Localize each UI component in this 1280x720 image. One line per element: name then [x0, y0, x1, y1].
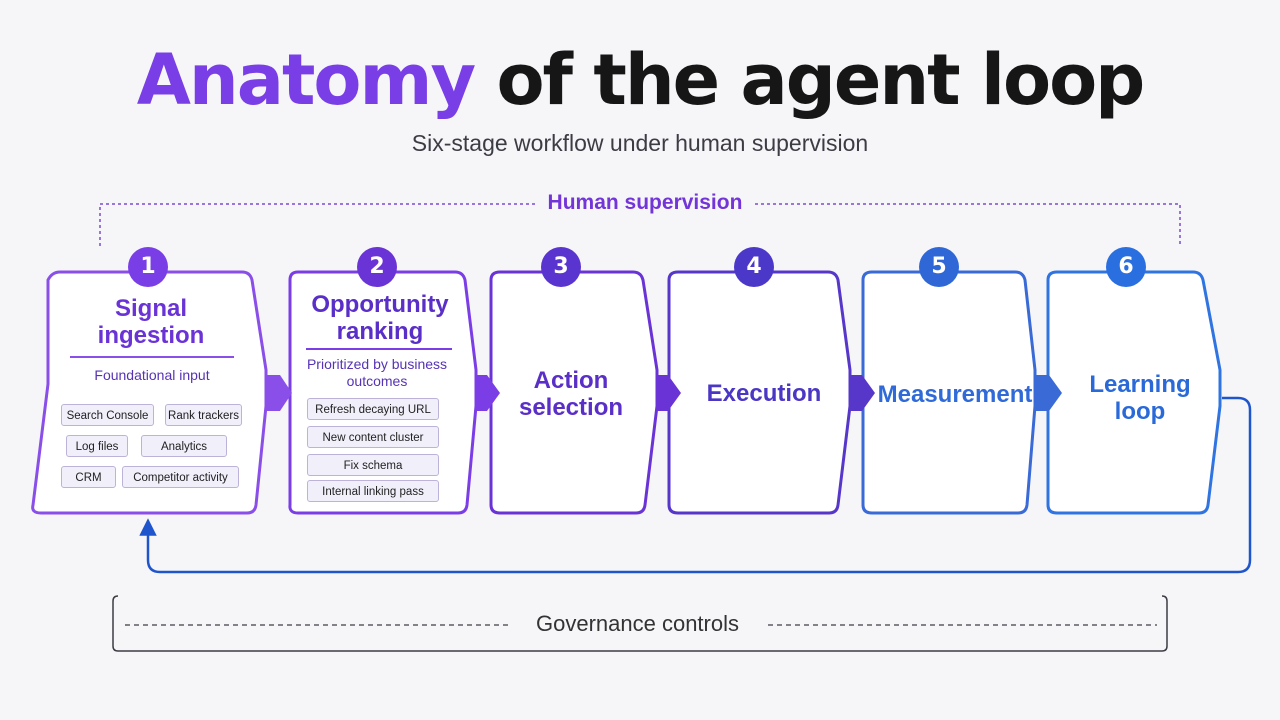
stage-3-badge: 3: [541, 247, 581, 287]
stage-2-badge: 2: [357, 247, 397, 287]
stage-4-badge: 4: [734, 247, 774, 287]
stage-2-divider: [306, 348, 452, 350]
arrow-2-3: [476, 375, 500, 411]
stage-2-chip: Refresh decaying URL: [307, 398, 439, 420]
page-title: Anatomy of the agent loop: [0, 38, 1280, 122]
stage-2-title: Opportunity ranking: [311, 291, 449, 345]
stage-5-badge: 5: [919, 247, 959, 287]
supervision-bracket-left: [99, 203, 535, 246]
stage-1-chip: Rank trackers: [165, 404, 242, 426]
stage-1-chip: Analytics: [141, 435, 227, 457]
stage-5-card: [861, 270, 1037, 515]
governance-controls-label: Governance controls: [536, 611, 739, 636]
stage-3-title: Action selection: [518, 367, 624, 421]
stage-1-badge: 1: [128, 247, 168, 287]
page-subtitle: Six-stage workflow under human supervisi…: [411, 130, 869, 156]
feedback-loop-arrow: [139, 396, 1252, 574]
stage-1-title: Signal ingestion: [97, 295, 205, 349]
title-accent: Anatomy: [136, 39, 476, 121]
title-rest: of the agent loop: [496, 39, 1145, 121]
arrow-5-6: [1035, 375, 1062, 411]
stage-3-card: [489, 270, 659, 515]
stage-2-chip: New content cluster: [307, 426, 439, 448]
stage-4-title: Execution: [706, 380, 822, 407]
stage-1-chip: CRM: [61, 466, 116, 488]
arrow-4-5: [850, 375, 875, 411]
stage-6-title: Learning loop: [1089, 371, 1191, 425]
governance-bracket: [112, 595, 1168, 652]
human-supervision-label: Human supervision: [547, 191, 743, 214]
stage-5-title: Measurement: [877, 381, 1033, 408]
supervision-bracket-right: [755, 203, 1181, 246]
stage-1-subtitle: Foundational input: [94, 367, 210, 383]
stage-2-chip: Fix schema: [307, 454, 439, 476]
arrow-3-4: [657, 375, 681, 411]
stage-1-chip: Competitor activity: [122, 466, 239, 488]
arrow-1-2: [266, 375, 292, 411]
stage-2-card: [288, 270, 478, 515]
stage-2-chip: Internal linking pass: [307, 480, 439, 502]
stage-1-chip: Search Console: [61, 404, 154, 426]
stage-1-divider: [70, 356, 234, 358]
stage-2-subtitle: Prioritized by business outcomes: [306, 356, 448, 389]
stage-6-badge: 6: [1106, 247, 1146, 287]
stage-6-card: [1046, 270, 1222, 515]
stage-4-card: [667, 270, 852, 515]
stage-1-chip: Log files: [66, 435, 128, 457]
